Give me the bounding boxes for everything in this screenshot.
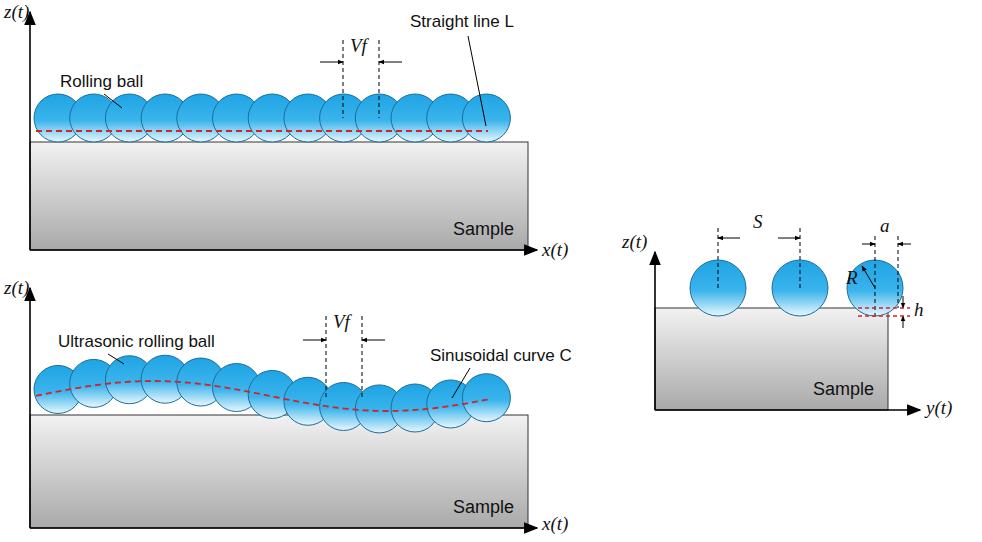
rolling-ball <box>462 374 510 422</box>
rolling-ball <box>462 94 510 142</box>
sample-label: Sample <box>453 497 514 518</box>
feed-label: Vf <box>333 312 350 332</box>
sinusoidal-curve <box>36 381 488 411</box>
sample-label: Sample <box>813 379 874 400</box>
sample-block: Sample <box>655 308 888 410</box>
curve-label: Sinusoidal curve C <box>430 346 572 366</box>
sample-block <box>30 415 528 528</box>
sample-block: Sample <box>30 415 528 528</box>
axis-label: z(t) <box>4 278 29 298</box>
ball-dimensions <box>718 228 911 328</box>
axis-label: x(t) <box>542 240 568 260</box>
part-label: Rolling ball <box>60 72 143 92</box>
sample-block: Sample <box>30 142 528 250</box>
spacing-label: S <box>753 212 763 232</box>
sample-block <box>655 308 888 410</box>
sample-label: Sample <box>453 219 514 240</box>
straight-line <box>36 130 488 132</box>
feed-dimension <box>303 40 402 400</box>
axis-label: y(t) <box>926 398 952 418</box>
axis-label: x(t) <box>542 514 568 534</box>
sample-block <box>30 142 528 250</box>
part-label: Ultrasonic rolling ball <box>58 332 215 352</box>
axes <box>30 12 920 528</box>
depth-label: h <box>914 300 924 320</box>
axis-label: z(t) <box>4 2 29 22</box>
axis-label: z(t) <box>622 232 647 252</box>
contact-label: a <box>880 216 890 236</box>
feed-label: Vf <box>350 36 367 56</box>
line-label: Straight line L <box>410 12 514 32</box>
depth-lines <box>858 308 910 316</box>
radius-label: R <box>846 268 858 288</box>
